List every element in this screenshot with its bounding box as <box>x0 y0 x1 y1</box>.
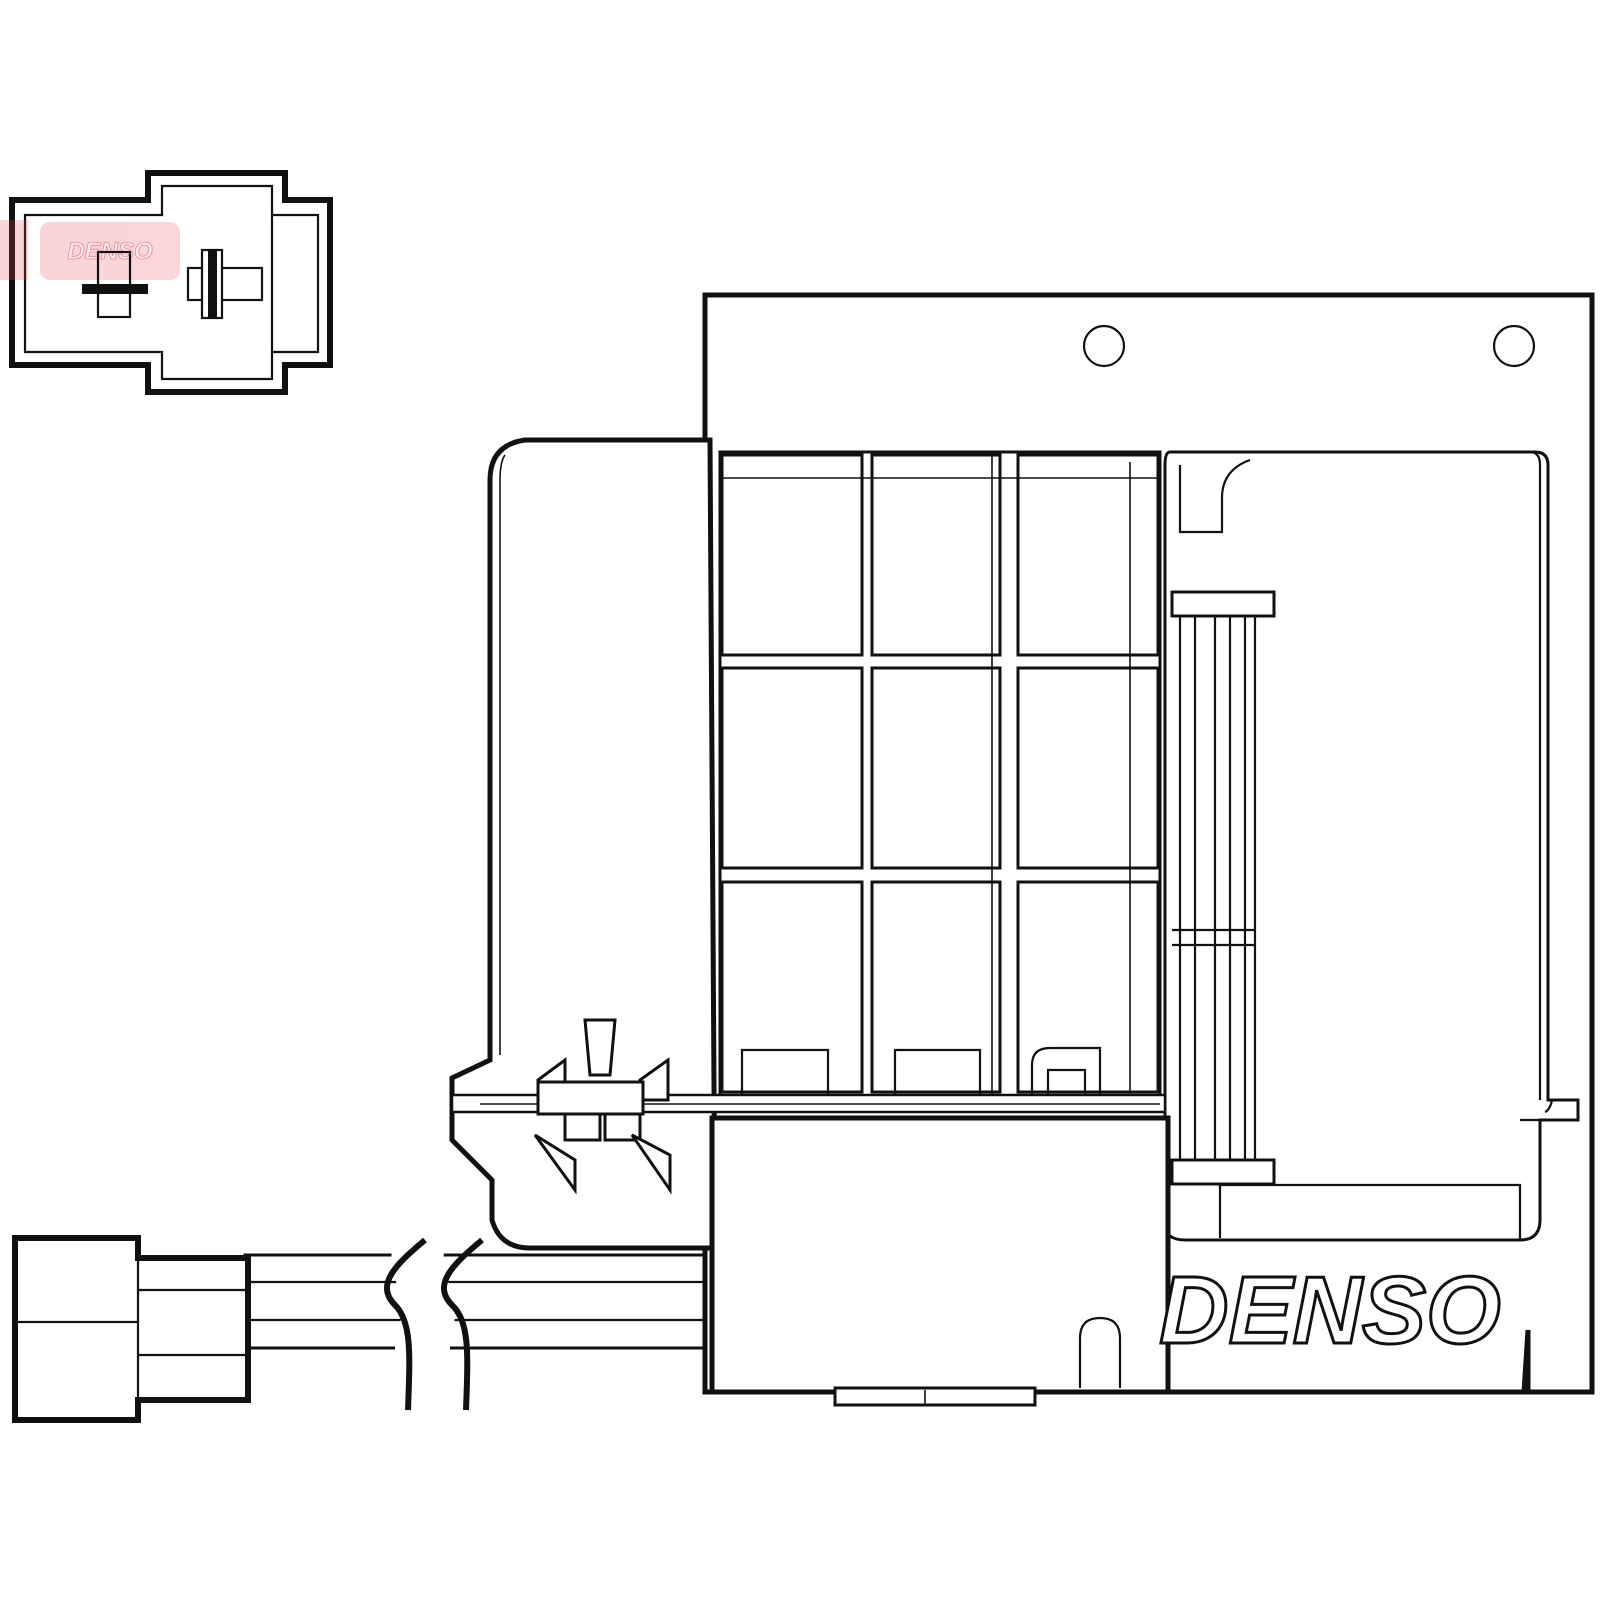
cable-break-mark-left <box>384 1237 427 1411</box>
wire-connector-plug <box>12 1235 251 1423</box>
controller-casing <box>709 1115 1171 1395</box>
mounting-hole-left <box>1082 324 1126 368</box>
blower-motor-unit: DENSO <box>449 292 1595 1407</box>
denso-logo: DENSO <box>1159 1257 1500 1364</box>
connector-outline <box>9 170 333 395</box>
connector-pin-2 <box>186 248 264 320</box>
watermark-bar <box>0 220 28 280</box>
scroll-housing <box>1163 450 1580 1242</box>
fan-impeller <box>1170 590 1276 1186</box>
air-grille <box>718 450 1162 1104</box>
mounting-hole-right <box>1492 324 1536 368</box>
connector-inner-outline <box>23 184 320 381</box>
cable-break-mark-right <box>441 1237 484 1411</box>
wire-bundle <box>243 1253 712 1350</box>
retaining-clip <box>533 1018 672 1195</box>
connector-pin-1 <box>82 250 148 319</box>
cable-assembly <box>12 1235 712 1423</box>
bottom-rail <box>833 1386 1037 1407</box>
connector-face-view: DENSO <box>0 170 333 395</box>
